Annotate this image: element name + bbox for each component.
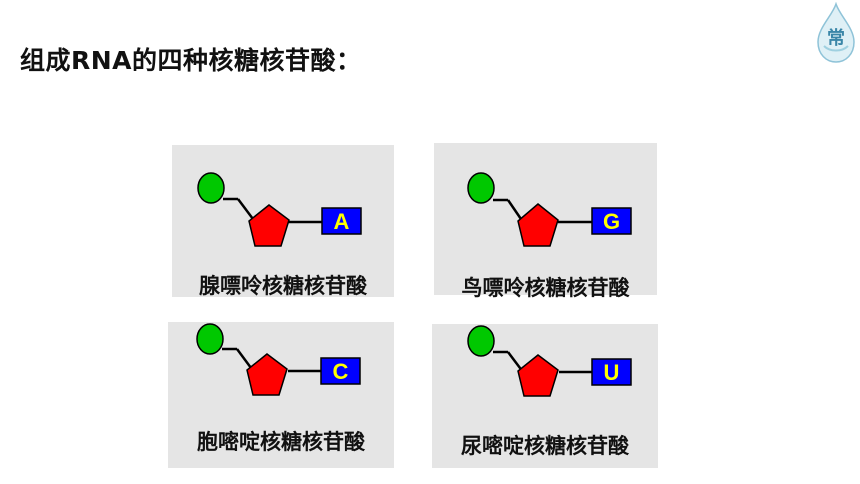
base-box — [591, 358, 632, 386]
ribose-pentagon — [517, 203, 559, 247]
logo-char: 常 — [827, 27, 845, 49]
nucleotide-card-guanine: G 鸟嘌呤核糖核苷酸 — [434, 143, 657, 300]
logo-drop-icon: 常 — [817, 2, 855, 63]
nucleotide-card-uracil: U 尿嘧啶核糖核苷酸 — [432, 324, 658, 468]
base-box — [591, 207, 632, 235]
nucleotide-name: 胞嘧啶核糖核苷酸 — [197, 430, 365, 454]
phosphate-circle — [197, 172, 225, 204]
base-box — [320, 357, 361, 385]
nucleotide-diagram: G — [467, 172, 632, 247]
base-letter: A — [334, 209, 350, 234]
base-letter: U — [604, 360, 620, 385]
base-letter: G — [603, 209, 620, 234]
phosphate-circle — [467, 325, 495, 357]
nucleotide-diagram: A — [197, 172, 362, 247]
nucleotide-name: 鸟嘌呤核糖核苷酸 — [461, 276, 630, 300]
nucleotide-diagram: C — [196, 323, 361, 396]
nucleotide-card-cytosine: C 胞嘧啶核糖核苷酸 — [168, 322, 394, 468]
ribose-pentagon — [246, 353, 288, 396]
phosphate-circle — [467, 172, 495, 204]
base-letter: C — [333, 359, 349, 384]
nucleotide-card-adenine: A 腺嘌呤核糖核苷酸 — [172, 145, 394, 298]
nucleotide-name: 腺嘌呤核糖核苷酸 — [199, 274, 367, 298]
ribose-pentagon — [248, 204, 290, 247]
base-box — [321, 207, 362, 235]
ribose-pentagon — [517, 354, 559, 397]
nucleotide-diagram: U — [467, 325, 632, 397]
slide-title: 组成RNA的四种核糖核苷酸： — [20, 46, 362, 75]
phosphate-circle — [196, 323, 224, 355]
nucleotide-name: 尿嘧啶核糖核苷酸 — [461, 434, 629, 458]
